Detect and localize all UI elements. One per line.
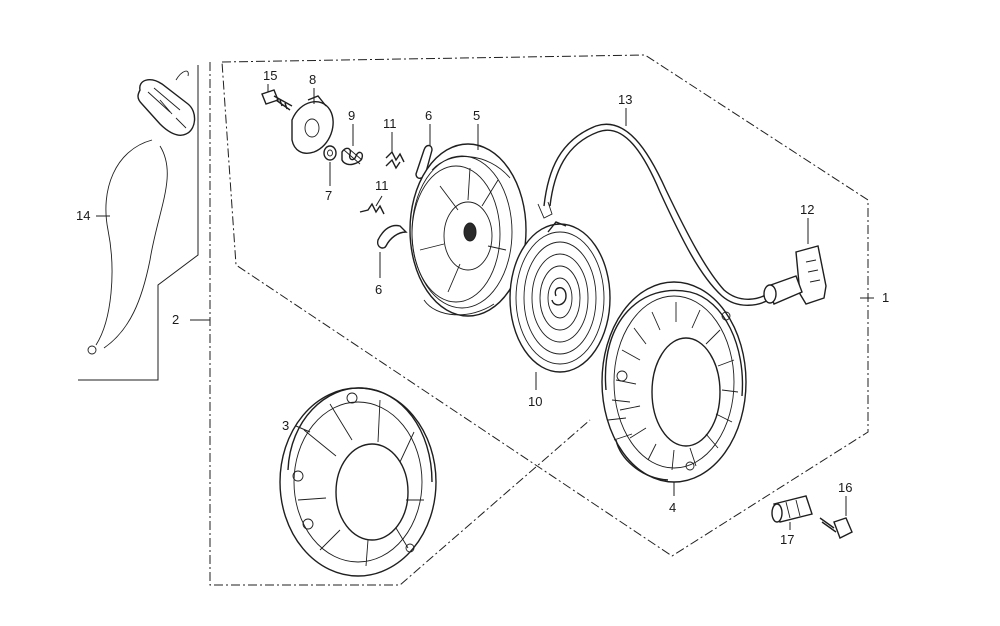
pawl-6-upper (415, 144, 433, 179)
spiral-spring-10 (509, 221, 611, 373)
spring-9 (341, 147, 364, 166)
label-14: 14 (76, 208, 90, 223)
case-3 (279, 387, 437, 577)
assembly-outline-2 (209, 62, 591, 586)
label-13: 13 (618, 92, 632, 107)
grip-cable-part (87, 70, 196, 355)
label-5: 5 (473, 108, 480, 123)
label-10: 10 (528, 394, 542, 409)
label-6-lower: 6 (375, 282, 382, 297)
assembly-outline-1 (221, 54, 869, 557)
label-9: 9 (348, 108, 355, 123)
washer-7 (323, 145, 337, 161)
plate-8 (291, 95, 334, 154)
reel-5 (409, 143, 527, 317)
callout-labels: 15 8 9 7 11 6 5 11 6 10 13 12 1 2 14 3 4… (76, 68, 889, 547)
collar-17 (771, 495, 813, 523)
label-2: 2 (172, 312, 179, 327)
label-6-upper: 6 (425, 108, 432, 123)
spring-11-upper (385, 150, 405, 170)
rope-13 (537, 123, 773, 306)
label-8: 8 (309, 72, 316, 87)
label-17: 17 (780, 532, 794, 547)
fan-cover-4 (601, 281, 747, 483)
bracket-14 (78, 65, 199, 381)
label-3: 3 (282, 418, 289, 433)
label-15: 15 (263, 68, 277, 83)
label-1: 1 (882, 290, 889, 305)
handle-12 (763, 245, 827, 305)
label-16: 16 (838, 480, 852, 495)
label-12: 12 (800, 202, 814, 217)
label-11-upper: 11 (383, 116, 397, 131)
bolt-15 (261, 89, 293, 111)
label-11-lower: 11 (375, 178, 389, 193)
spring-11-lower (359, 202, 385, 215)
bolt-16 (819, 517, 853, 539)
label-4: 4 (669, 500, 676, 515)
leader-lines (96, 84, 874, 530)
label-7: 7 (325, 188, 332, 203)
pawl-6-lower (376, 224, 408, 249)
